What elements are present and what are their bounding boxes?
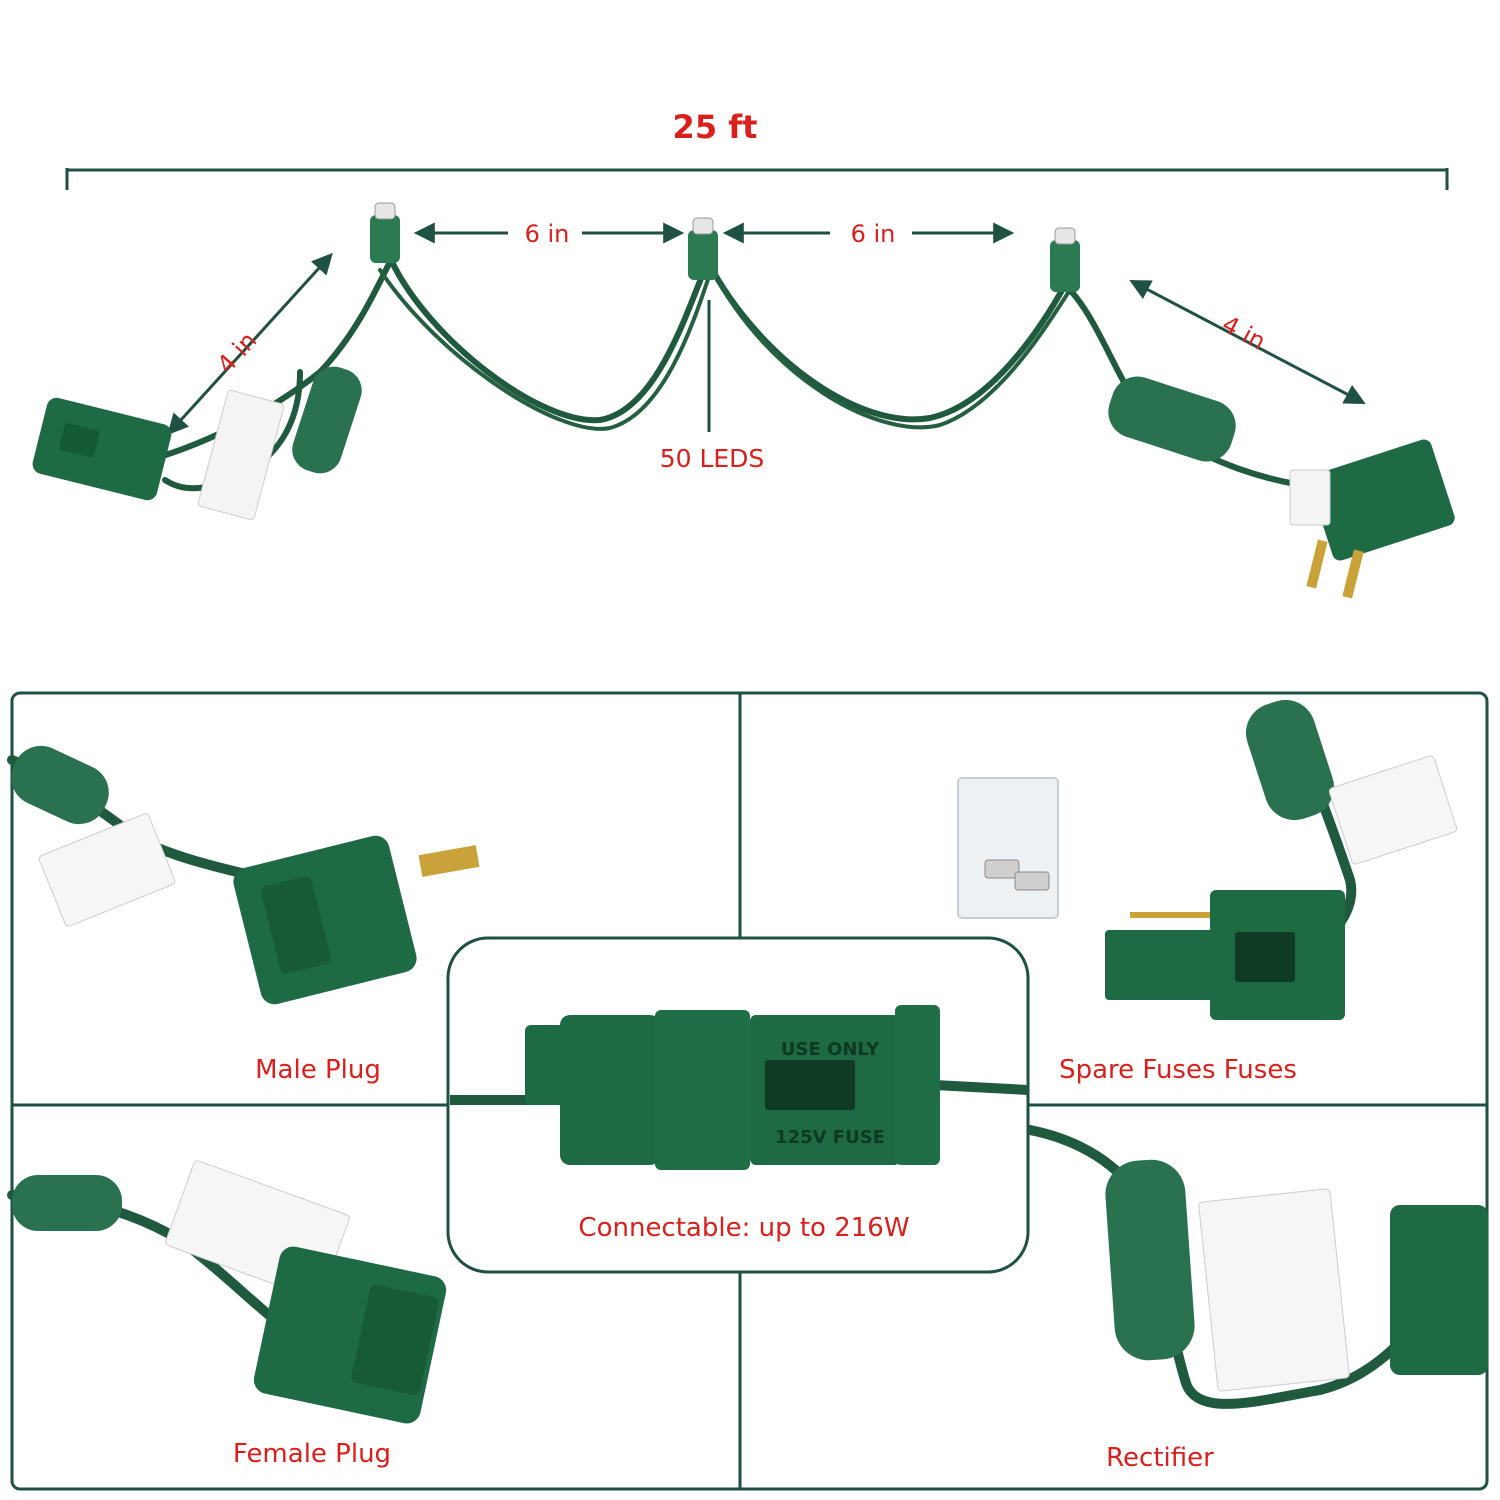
rectifier-housing bbox=[292, 366, 362, 474]
spacing-left-label: 6 in bbox=[525, 220, 570, 248]
led-bulb bbox=[370, 202, 400, 263]
male-plug-photo bbox=[233, 835, 480, 1005]
male-plug-graphic bbox=[1306, 439, 1455, 599]
male-plug-label: Male Plug bbox=[255, 1055, 381, 1085]
led-bulb bbox=[1050, 227, 1080, 292]
ul-tag bbox=[1328, 755, 1458, 865]
caution-tag bbox=[1198, 1188, 1350, 1392]
rectifier-housing bbox=[1105, 1159, 1195, 1361]
fuse-bag bbox=[957, 777, 1059, 919]
detail-panels: Male Plug Spare Fuses Fuses bbox=[7, 691, 1489, 1491]
female-plug-graphic bbox=[32, 397, 172, 501]
string-light-diagram: 25 ft bbox=[32, 108, 1455, 599]
lead-arrow-right bbox=[1129, 280, 1366, 404]
caution-tag bbox=[197, 389, 285, 521]
female-plug-label: Female Plug bbox=[233, 1439, 391, 1469]
fuse-compartment-plug bbox=[1105, 890, 1345, 1020]
use-only-marking: USE ONLY bbox=[781, 1039, 880, 1060]
connectable-label: Connectable: up to 216W bbox=[578, 1213, 909, 1243]
panel-connectable: USE ONLY 125V FUSE Connectable: up to 21… bbox=[446, 936, 1030, 1274]
connector-plug-left bbox=[525, 1010, 750, 1170]
led-bulb bbox=[688, 217, 718, 280]
female-plug-photo bbox=[253, 1246, 447, 1424]
panel-spare-fuses: Spare Fuses Fuses bbox=[957, 699, 1458, 1085]
spacing-right-label: 6 in bbox=[851, 220, 896, 248]
spare-fuses-label: Spare Fuses Fuses bbox=[1059, 1055, 1297, 1085]
connector-plug-right bbox=[750, 1005, 940, 1165]
ul-tag bbox=[1289, 469, 1331, 526]
panel-female-plug: Female Plug bbox=[7, 1160, 447, 1469]
ul-tag bbox=[38, 813, 176, 927]
lead-left-label: 4 in bbox=[212, 327, 263, 379]
led-count-label: 50 LEDS bbox=[660, 444, 765, 473]
panel-male-plug: Male Plug bbox=[7, 745, 480, 1085]
total-length-bracket bbox=[65, 168, 1449, 190]
panel-rectifier: Rectifier bbox=[1025, 1125, 1488, 1473]
total-length-label: 25 ft bbox=[673, 108, 758, 146]
rectifier-label: Rectifier bbox=[1106, 1443, 1214, 1473]
rectifier-housing-right bbox=[1108, 376, 1236, 462]
lead-arrow-left bbox=[167, 252, 333, 436]
panel-frame bbox=[10, 691, 1489, 1491]
fuse-voltage-marking: 125V FUSE bbox=[775, 1127, 885, 1148]
